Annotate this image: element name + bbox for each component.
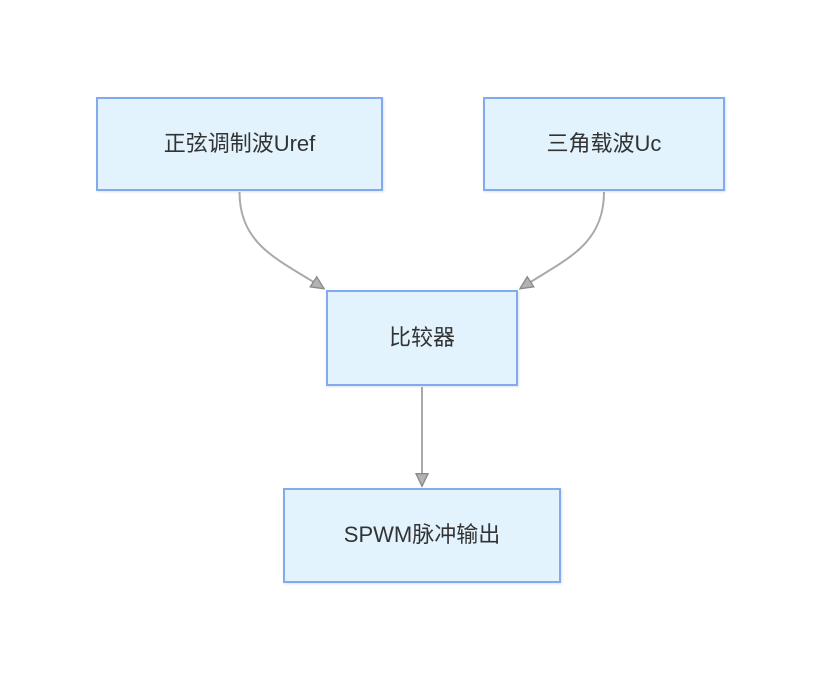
connector-sine-to-comparator — [238, 191, 324, 288]
connector-carrier-to-comparator — [521, 191, 605, 288]
node-sine-modulation-wave[interactable]: 正弦调制波Uref — [96, 97, 383, 191]
node-comparator-label: 比较器 — [388, 324, 455, 350]
node-sine-label: 正弦调制波Uref — [163, 130, 316, 156]
node-comparator[interactable]: 比较器 — [326, 290, 518, 386]
node-output-label: SPWM脉冲输出 — [343, 522, 501, 548]
node-carrier-label: 三角载波Uc — [546, 130, 662, 156]
node-spwm-pulse-output[interactable]: SPWM脉冲输出 — [283, 488, 561, 583]
node-triangle-carrier-wave[interactable]: 三角载波Uc — [483, 97, 725, 191]
